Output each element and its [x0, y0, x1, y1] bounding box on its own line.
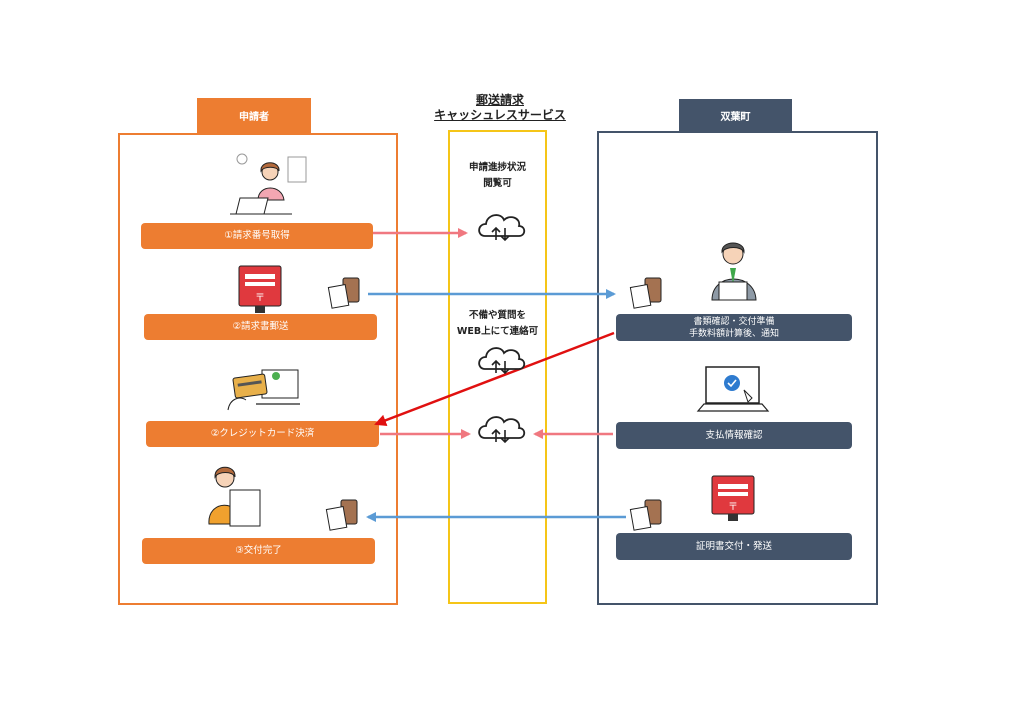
envelope-document-icon — [325, 499, 358, 531]
progress-note-line1: 申請進捗状況 — [468, 162, 526, 173]
businessman-icon — [711, 242, 757, 301]
town-step-certificate-issue: 証明書交付・発送 — [616, 533, 852, 560]
credit-card-icon — [227, 369, 300, 411]
contact-note: 不備や質問を WEB上にて連絡可 — [450, 308, 545, 340]
laptop-person-icon — [230, 153, 307, 215]
cloud-sync-icon — [478, 214, 526, 242]
arrow-notify-to-applicant — [374, 331, 615, 427]
progress-note: 申請進捗状況 閲覧可 — [450, 160, 545, 192]
town-step-document-check: 書類確認・交付準備 手数料額計算後、通知 — [616, 314, 852, 341]
applicant-step-mail-request: ②請求書郵送 — [144, 314, 377, 340]
cloud-sync-icon — [478, 416, 526, 444]
town-panel — [597, 131, 878, 605]
progress-note-line2: 閲覧可 — [483, 178, 512, 189]
mailbox-icon: 〒 — [711, 475, 755, 521]
service-title-line2: キャッシュレスサービス — [434, 108, 566, 122]
cashless-service-panel — [448, 130, 547, 604]
laptop-check-icon — [696, 366, 770, 412]
mailbox-icon: 〒 — [238, 265, 282, 313]
envelope-document-icon — [629, 499, 662, 531]
town-label: 双葉町 — [679, 99, 792, 132]
person-document-icon — [208, 466, 261, 527]
applicant-step-complete: ③交付完了 — [142, 538, 375, 564]
applicant-step-request-number: ①請求番号取得 — [141, 223, 373, 249]
applicant-panel — [118, 133, 398, 605]
applicant-step-credit-card: ②クレジットカード決済 — [146, 421, 379, 447]
town-step-document-check-line1: 書類確認・交付準備 — [693, 316, 775, 327]
envelope-document-icon — [327, 277, 360, 309]
cloud-sync-icon — [478, 347, 526, 375]
town-step-payment-check: 支払情報確認 — [616, 422, 852, 449]
service-title-line1: 郵送請求 — [475, 93, 524, 107]
contact-note-line1: 不備や質問を — [468, 310, 526, 321]
applicant-label: 申請者 — [197, 98, 311, 133]
envelope-document-icon — [629, 277, 662, 309]
contact-note-line2: WEB上にて連絡可 — [456, 326, 539, 337]
service-title: 郵送請求 キャッシュレスサービス — [420, 93, 580, 123]
svg-text:〒: 〒 — [728, 502, 738, 513]
svg-text:〒: 〒 — [255, 293, 265, 304]
town-step-document-check-line2: 手数料額計算後、通知 — [688, 328, 779, 339]
